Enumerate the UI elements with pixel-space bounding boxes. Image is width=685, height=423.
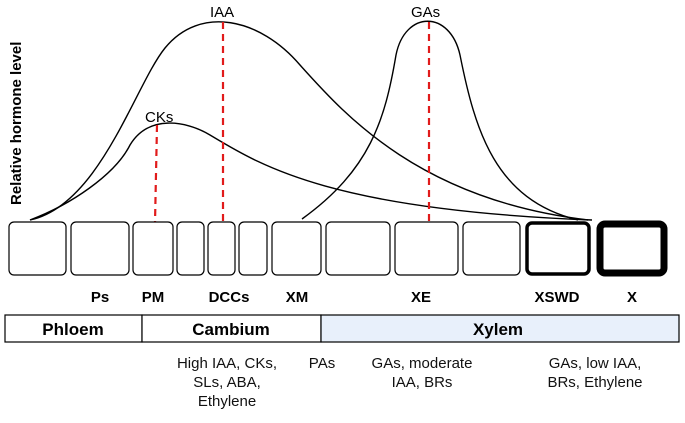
cambium-hormone-note: High IAA, CKs, SLs, ABA, Ethylene — [176, 355, 278, 410]
cell-xe-2 — [394, 221, 459, 276]
cell-xe-3 — [462, 221, 521, 276]
cell-ps-2 — [70, 221, 130, 276]
xswd-hormone-note: GAs, low IAA, BRs, Ethylene — [547, 355, 643, 391]
label-xm: XM — [286, 289, 309, 306]
cell-pm — [132, 221, 174, 276]
tissue-cambium-band — [141, 314, 322, 343]
tissue-phloem-band — [4, 314, 143, 343]
label-xswd: XSWD — [535, 289, 580, 306]
cell-xe-1 — [325, 221, 391, 276]
label-x: X — [627, 289, 637, 306]
gas-curve — [301, 20, 579, 221]
xe-hormone-note: GAs, moderate IAA, BRs — [371, 355, 473, 391]
tissue-xylem-band — [320, 314, 680, 343]
iaa-curve-label: IAA — [210, 4, 234, 21]
tissue-xylem-label: Xylem — [473, 320, 523, 339]
label-xe: XE — [411, 289, 431, 306]
cell-x — [596, 220, 668, 277]
y-axis-label: Relative hormone level — [8, 42, 25, 205]
cell-xswd — [525, 221, 591, 276]
cell-dcc-1 — [176, 221, 205, 276]
cell-dcc-3 — [238, 221, 268, 276]
cell-xm — [271, 221, 322, 276]
pas-hormone-note: PAs — [308, 355, 336, 372]
cell-dcc-2 — [207, 221, 236, 276]
label-ps: Ps — [91, 289, 109, 306]
label-dccs: DCCs — [209, 289, 250, 306]
cks-curve-label: CKs — [145, 109, 173, 126]
cell-ps-1 — [8, 221, 67, 276]
label-pm: PM — [142, 289, 165, 306]
tissue-cambium-label: Cambium — [192, 320, 269, 339]
iaa-curve — [29, 21, 589, 221]
tissue-phloem-label: Phloem — [42, 320, 103, 339]
gas-curve-label: GAs — [411, 4, 440, 21]
cks-curve — [29, 122, 593, 221]
